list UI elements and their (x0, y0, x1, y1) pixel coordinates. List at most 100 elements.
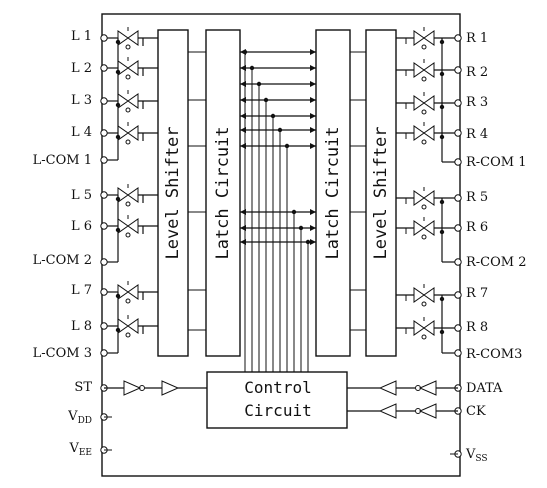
control-label-line1: Control (244, 378, 311, 397)
gate-triangle-a (413, 125, 425, 141)
gate-control-bubble (421, 204, 427, 210)
junction-dot (242, 49, 248, 55)
gate-triangle-a (413, 287, 425, 303)
latch-circuit-right (315, 29, 351, 357)
gate-control-bubble (421, 334, 427, 340)
gate-control-bubble (125, 201, 131, 207)
data-bus (188, 49, 366, 372)
junction-dot (439, 296, 445, 302)
junction-dot (298, 225, 304, 231)
pin-label-r6: R 6 (466, 220, 488, 235)
gate-control-bubble (421, 76, 427, 82)
left-pin-terminal (100, 288, 108, 296)
right-pin-terminal (454, 224, 462, 232)
left-pin-terminal (100, 156, 108, 164)
left-pin-labels: L 1 L 2 L 3 L 4 L-COM 1 L 5 L 6 L-COM 2 … (33, 29, 93, 458)
inverter-bubble (139, 385, 145, 391)
inverter-bubble (415, 385, 421, 391)
gate-control-bubble (125, 74, 131, 80)
right-pin-terminal (454, 194, 462, 202)
pin-label-l3: L 3 (71, 93, 92, 108)
pin-label-rcom2: R-COM 2 (466, 255, 527, 270)
pin-label-vss: VSS (465, 447, 488, 464)
pin-label-r1: R 1 (466, 31, 488, 46)
level-shifter-left (157, 29, 189, 357)
gate-triangle-a (413, 220, 425, 236)
bus-arrow-right (310, 81, 316, 87)
pin-label-ck: CK (466, 404, 486, 419)
pin-label-l1: L 1 (71, 29, 92, 44)
junction-dot (115, 102, 121, 108)
gate-triangle-a (413, 30, 425, 46)
gate-control-bubble (125, 298, 131, 304)
junction-dot (277, 127, 283, 133)
level-shifter-right (365, 29, 397, 357)
bus-arrow-right (310, 65, 316, 71)
junction-dot (305, 239, 311, 245)
left-pin-terminal (100, 191, 108, 199)
latch-right-label: Latch Circuit (323, 126, 343, 259)
gate-triangle-a (413, 320, 425, 336)
right-pin-terminal (454, 349, 462, 357)
gate-triangle-a (413, 95, 425, 111)
right-pin-terminal (454, 258, 462, 266)
junction-dot (439, 229, 445, 235)
junction-dot (115, 134, 121, 140)
pin-label-r3: R 3 (466, 95, 488, 110)
gate-control-bubble (125, 232, 131, 238)
junction-dot (115, 327, 121, 333)
pin-label-r4: R 4 (466, 127, 488, 142)
right-pin-labels: R 1 R 2 R 3 R 4 R-COM 1 R 5 R 6 R-COM 2 … (465, 31, 527, 464)
junction-dot (439, 134, 445, 140)
left-pin-terminal (100, 349, 108, 357)
bus-arrow-right (310, 97, 316, 103)
pin-label-lcom2: L-COM 2 (33, 253, 92, 268)
junction-dot (439, 104, 445, 110)
level-shifter-left-label: Level Shifter (163, 126, 183, 259)
buffer-triangle (378, 403, 397, 419)
control-label-line2: Circuit (244, 401, 311, 420)
pin-label-rcom1: R-COM 1 (466, 155, 527, 170)
left-pin-terminal (100, 322, 108, 330)
buffer-triangle (123, 380, 142, 396)
junction-dot (270, 113, 276, 119)
gate-control-bubble (421, 301, 427, 307)
bus-arrow-right (310, 209, 316, 215)
gate-control-bubble (125, 107, 131, 113)
bus-arrow-right (310, 239, 316, 245)
right-pin-terminal (454, 324, 462, 332)
gate-control-bubble (421, 44, 427, 50)
gate-control-bubble (125, 44, 131, 50)
analog-switches (104, 27, 458, 354)
control-circuit (206, 371, 348, 429)
pin-label-rcom3: R-COM3 (466, 347, 522, 362)
right-pin-terminal (454, 158, 462, 166)
pin-label-r5: R 5 (466, 190, 488, 205)
junction-dot (115, 39, 121, 45)
junction-dot (439, 39, 445, 45)
level-shifter-right-label: Level Shifter (371, 126, 391, 259)
bus-arrow-right (310, 49, 316, 55)
left-pin-terminal (100, 97, 108, 105)
pin-label-l5: L 5 (71, 188, 92, 203)
pin-label-r2: R 2 (466, 65, 488, 80)
gate-control-bubble (421, 234, 427, 240)
gate-control-bubble (421, 109, 427, 115)
junction-dot (439, 329, 445, 335)
junction-dot (439, 199, 445, 205)
input-buffers (104, 380, 458, 455)
junction-dot (263, 97, 269, 103)
transmission-gate-symbol (413, 27, 435, 50)
left-pin-terminal (100, 129, 108, 137)
bus-arrow-right (310, 225, 316, 231)
pin-label-st: ST (74, 380, 92, 395)
pin-terminals (100, 34, 462, 458)
right-pin-terminal (454, 291, 462, 299)
left-pin-terminal (100, 258, 108, 266)
buffer-triangle (161, 380, 180, 396)
gate-control-bubble (421, 139, 427, 145)
buffer-triangle (418, 380, 437, 396)
junction-dot (115, 293, 121, 299)
